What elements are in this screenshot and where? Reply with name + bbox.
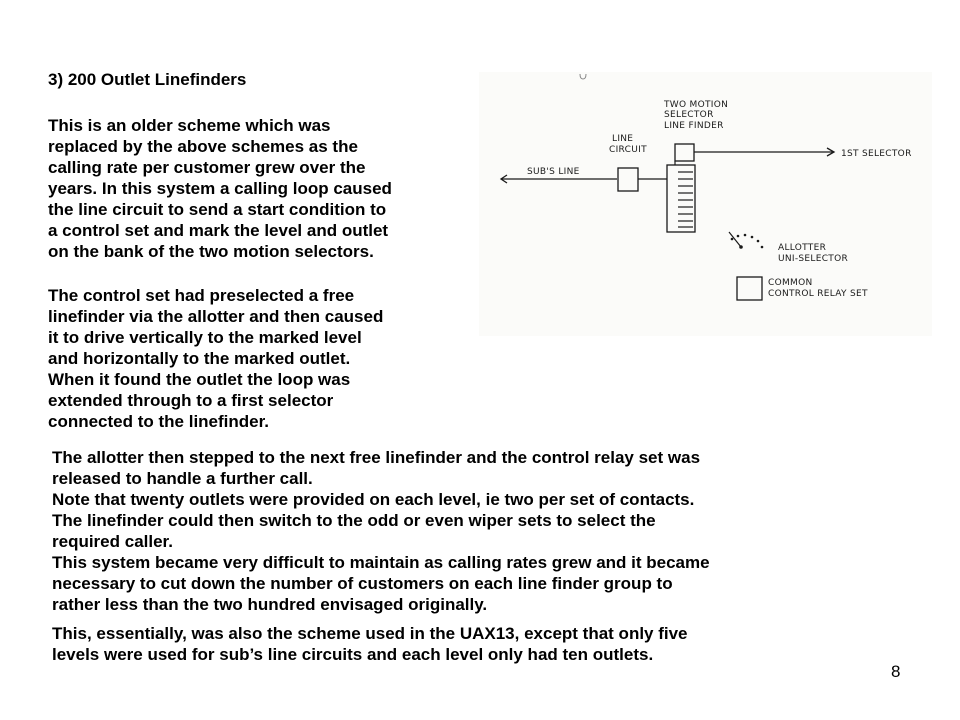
page-number: 8 xyxy=(891,662,901,681)
label-uni-selector: UNI-SELECTOR xyxy=(778,254,848,264)
bank-contacts xyxy=(678,171,693,228)
allotter-pivot xyxy=(739,245,743,249)
line-circuit-box xyxy=(617,167,639,192)
text-line: it to drive vertically to the marked lev… xyxy=(48,328,362,347)
allotter-contacts xyxy=(730,233,764,249)
selector-head-box xyxy=(674,143,695,162)
text-line: replaced by the above schemes as the xyxy=(48,137,358,156)
text-line: The linefinder could then switch to the … xyxy=(52,511,656,530)
text-line: and horizontally to the marked outlet. xyxy=(48,349,351,368)
text-line: years. In this system a calling loop cau… xyxy=(48,179,392,198)
text-line: rather less than the two hundred envisag… xyxy=(52,595,488,614)
scan-mark xyxy=(579,73,587,80)
linefinder-diagram: TWO MOTION SELECTOR LINE FINDER LINE CIR… xyxy=(479,72,932,336)
text-line: When it found the outlet the loop was xyxy=(48,370,351,389)
label-first-selector: 1ST SELECTOR xyxy=(841,149,912,159)
text-line: This system became very difficult to mai… xyxy=(52,553,710,572)
text-line: levels were used for sub’s line circuits… xyxy=(52,645,654,664)
paragraph-uax13: This, essentially, was also the scheme u… xyxy=(52,623,688,665)
text-line: required caller. xyxy=(52,532,173,551)
label-subs-line: SUB'S LINE xyxy=(527,167,580,177)
first-selector-arrow xyxy=(826,147,836,157)
paragraph-intro: This is an older scheme which was replac… xyxy=(48,115,392,262)
paragraph-allotter: The allotter then stepped to the next fr… xyxy=(52,447,710,615)
label-line: LINE xyxy=(612,134,633,144)
text-line: This, essentially, was also the scheme u… xyxy=(52,624,688,643)
selector-bank xyxy=(666,164,696,233)
diagram-svg: TWO MOTION SELECTOR LINE FINDER LINE CIR… xyxy=(499,73,912,301)
label-two-motion: TWO MOTION xyxy=(663,100,728,110)
text-line: extended through to a first selector xyxy=(48,391,334,410)
text-line: connected to the linefinder. xyxy=(48,412,270,431)
text-line: The control set had preselected a free xyxy=(48,286,355,305)
text-line: The allotter then stepped to the next fr… xyxy=(52,448,701,467)
subs-line-arrow xyxy=(499,174,508,184)
label-common: COMMON xyxy=(768,278,813,288)
allotter-wiper xyxy=(728,231,742,248)
label-allotter: ALLOTTER xyxy=(778,243,826,253)
label-control-relay-set: CONTROL RELAY SET xyxy=(768,289,868,299)
text-line: on the bank of the two motion selectors. xyxy=(48,242,374,261)
label-selector: SELECTOR xyxy=(664,110,714,120)
text-line: released to handle a further call. xyxy=(52,469,313,488)
text-line: necessary to cut down the number of cust… xyxy=(52,574,673,593)
text-line: the line circuit to send a start conditi… xyxy=(48,200,387,219)
label-line-finder: LINE FINDER xyxy=(664,121,724,131)
paragraph-control-set: The control set had preselected a free l… xyxy=(48,285,383,432)
text-line: calling rate per customer grew over the xyxy=(48,158,366,177)
text-line: linefinder via the allotter and then cau… xyxy=(48,307,384,326)
text-line: This is an older scheme which was xyxy=(48,116,331,135)
section-heading: 3) 200 Outlet Linefinders xyxy=(48,70,247,89)
control-relay-box xyxy=(736,276,763,301)
text-line: a control set and mark the level and out… xyxy=(48,221,389,240)
text-line: Note that twenty outlets were provided o… xyxy=(52,490,695,509)
label-circuit: CIRCUIT xyxy=(609,145,647,155)
